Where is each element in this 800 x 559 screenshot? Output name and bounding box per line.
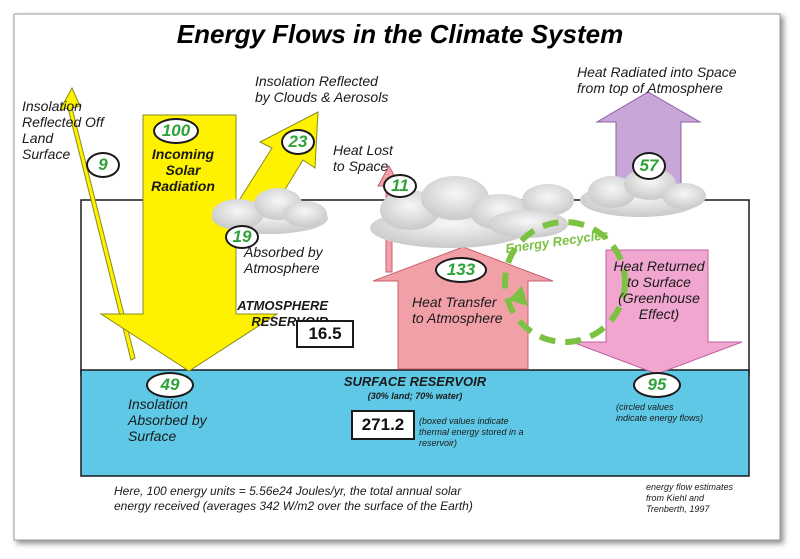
label-footnote: Here, 100 energy units = 5.56e24 Joules/… (114, 484, 473, 513)
reservoir-atmosphere-value: 16.5 (296, 320, 354, 348)
flow-incoming: 100 (153, 118, 199, 144)
label-heat-returned: Heat Returned to Surface (Greenhouse Eff… (613, 258, 705, 322)
label-heat-lost: Heat Lost to Space (333, 142, 393, 174)
label-radiated-space: Heat Radiated into Space from top of Atm… (577, 64, 737, 96)
flow-absorbed-surface: 49 (146, 372, 194, 398)
label-circled-note: (circled values indicate energy flows) (616, 402, 704, 423)
energy-recycle-arrowhead (508, 286, 528, 306)
label-absorbed-surface: Insolation Absorbed by Surface (128, 396, 207, 444)
incoming-solar-arrow (99, 114, 279, 372)
heat-returned-arrow (571, 249, 743, 375)
label-surface-reservoir: SURFACE RESERVOIR (343, 374, 487, 389)
flow-heat-returned: 95 (633, 372, 681, 398)
flow-heat-transfer: 133 (435, 257, 487, 283)
page-title: Energy Flows in the Climate System (176, 19, 624, 49)
label-boxed-note: (boxed values indicate thermal energy st… (419, 416, 524, 448)
flow-absorbed-atm: 19 (225, 225, 259, 249)
label-surface-composition: (30% land; 70% water) (367, 391, 463, 401)
flow-reflected-clouds: 23 (281, 129, 315, 155)
label-source: energy flow estimates from Kiehl and Tre… (646, 482, 734, 514)
label-reflected-land: Insolation Reflected Off Land Surface (22, 98, 104, 162)
label-reflected-clouds: Insolation Reflected by Clouds & Aerosol… (255, 73, 389, 105)
cloud-middle (370, 176, 574, 248)
reservoir-surface-value: 271.2 (351, 410, 415, 440)
flow-reflected-land: 9 (86, 152, 120, 178)
label-heat-transfer: Heat Transfer to Atmosphere (412, 294, 503, 326)
energy-recycle-loop (502, 219, 628, 345)
label-absorbed-atm: Absorbed by Atmosphere (244, 244, 323, 276)
label-incoming: Incoming Solar Radiation (151, 146, 215, 194)
flow-heat-lost: 11 (383, 174, 417, 198)
flow-radiated-space: 57 (632, 152, 666, 180)
